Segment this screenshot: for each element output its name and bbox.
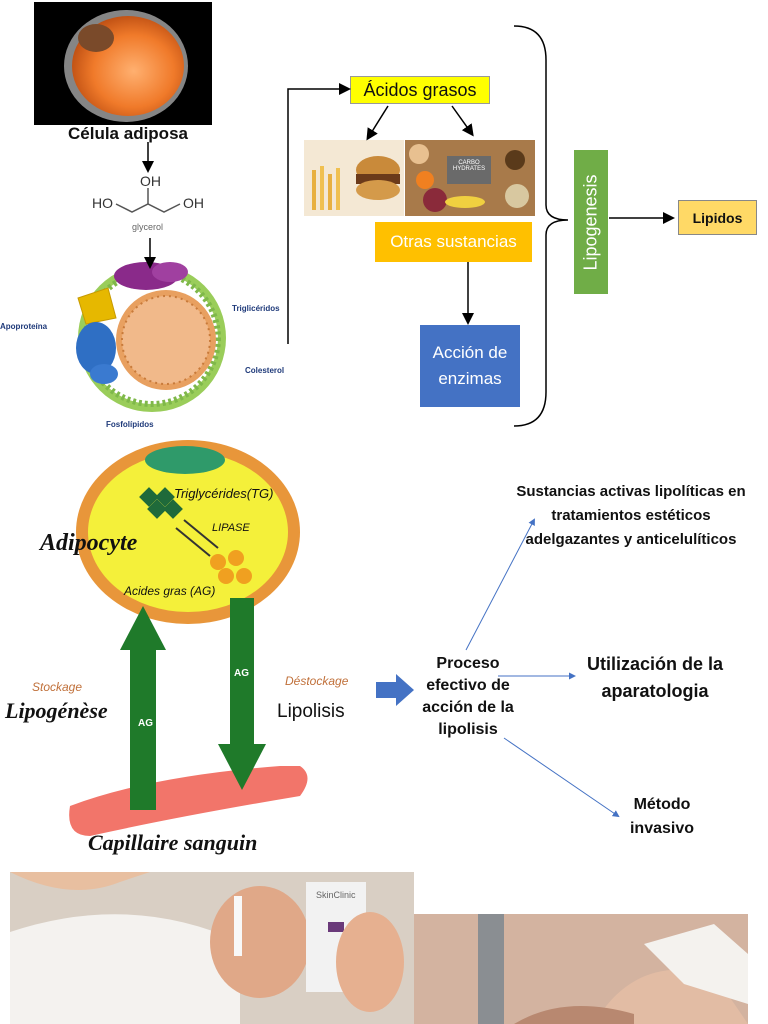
glycerol-oh-right: OH	[183, 195, 204, 211]
fast-food-image	[304, 140, 404, 216]
triglycerides-label: Triglycérides(TG)	[174, 486, 274, 501]
stockage-label: Stockage	[32, 680, 83, 694]
carbohydrates-image: CARBO HYDRATES	[405, 140, 535, 216]
lipidos-label: Lipidos	[692, 209, 743, 226]
treatment-photo-right	[414, 914, 748, 1024]
treatment-photo-left: SkinClinic	[10, 872, 414, 1024]
utilizacion-text: Utilización de la aparatologia	[586, 654, 724, 701]
glycerol-caption: glycerol	[132, 222, 164, 232]
capillaire-label: Capillaire sanguin	[88, 830, 258, 855]
cell-label: Célula adiposa	[68, 124, 188, 143]
ag-up-label: AG	[138, 718, 153, 729]
adipocyte-illustration	[30, 436, 330, 866]
lipogenesis-box: Lipogenesis	[574, 150, 608, 294]
top-connectors	[142, 25, 675, 427]
accion-enzimas-label: Acción de enzimas	[432, 343, 508, 388]
metodo-text: Método invasivo	[629, 796, 695, 837]
lipogenese-label: Lipogénèse	[5, 698, 108, 723]
label-fosfolipidos: Fosfolípidos	[106, 420, 154, 429]
acidos-grasos-label: Ácidos grasos	[363, 79, 477, 100]
glycerol-structure	[88, 168, 218, 238]
proceso-text: Proceso efectivo de acción de la lipolis…	[422, 655, 514, 738]
label-apoproteina: Apoproteína	[0, 322, 48, 331]
label-trigliceridos: Triglicéridos	[232, 304, 280, 313]
lipidos-box: Lipidos	[678, 200, 757, 235]
glycerol-ho-left: HO	[92, 195, 113, 211]
glycerol-oh-top: OH	[140, 173, 161, 189]
otras-sustancias-label: Otras sustancias	[390, 232, 517, 251]
acides-gras-label: Acides gras (AG)	[124, 584, 216, 598]
sustancias-text: Sustancias activas lipolíticas en tratam…	[516, 483, 746, 548]
accion-enzimas-box: Acción de enzimas	[420, 325, 520, 407]
lipoprotein-diagram	[60, 258, 240, 418]
otras-sustancias-box: Otras sustancias	[375, 222, 532, 262]
ag-down-label: AG	[234, 668, 249, 679]
acidos-grasos-box: Ácidos grasos	[350, 76, 490, 104]
adipocyte-label: Adipocyte	[40, 530, 138, 556]
adipose-cell-image	[34, 2, 212, 125]
bottle-brand: SkinClinic	[316, 890, 356, 900]
lipase-label: LIPASE	[212, 522, 250, 534]
label-colesterol: Colesterol	[245, 366, 285, 375]
lipolisis-label: Lipolisis	[277, 701, 345, 722]
destockage-label: Déstockage	[285, 674, 349, 688]
carbohydrates-text: CARBO HYDRATES	[452, 160, 486, 172]
